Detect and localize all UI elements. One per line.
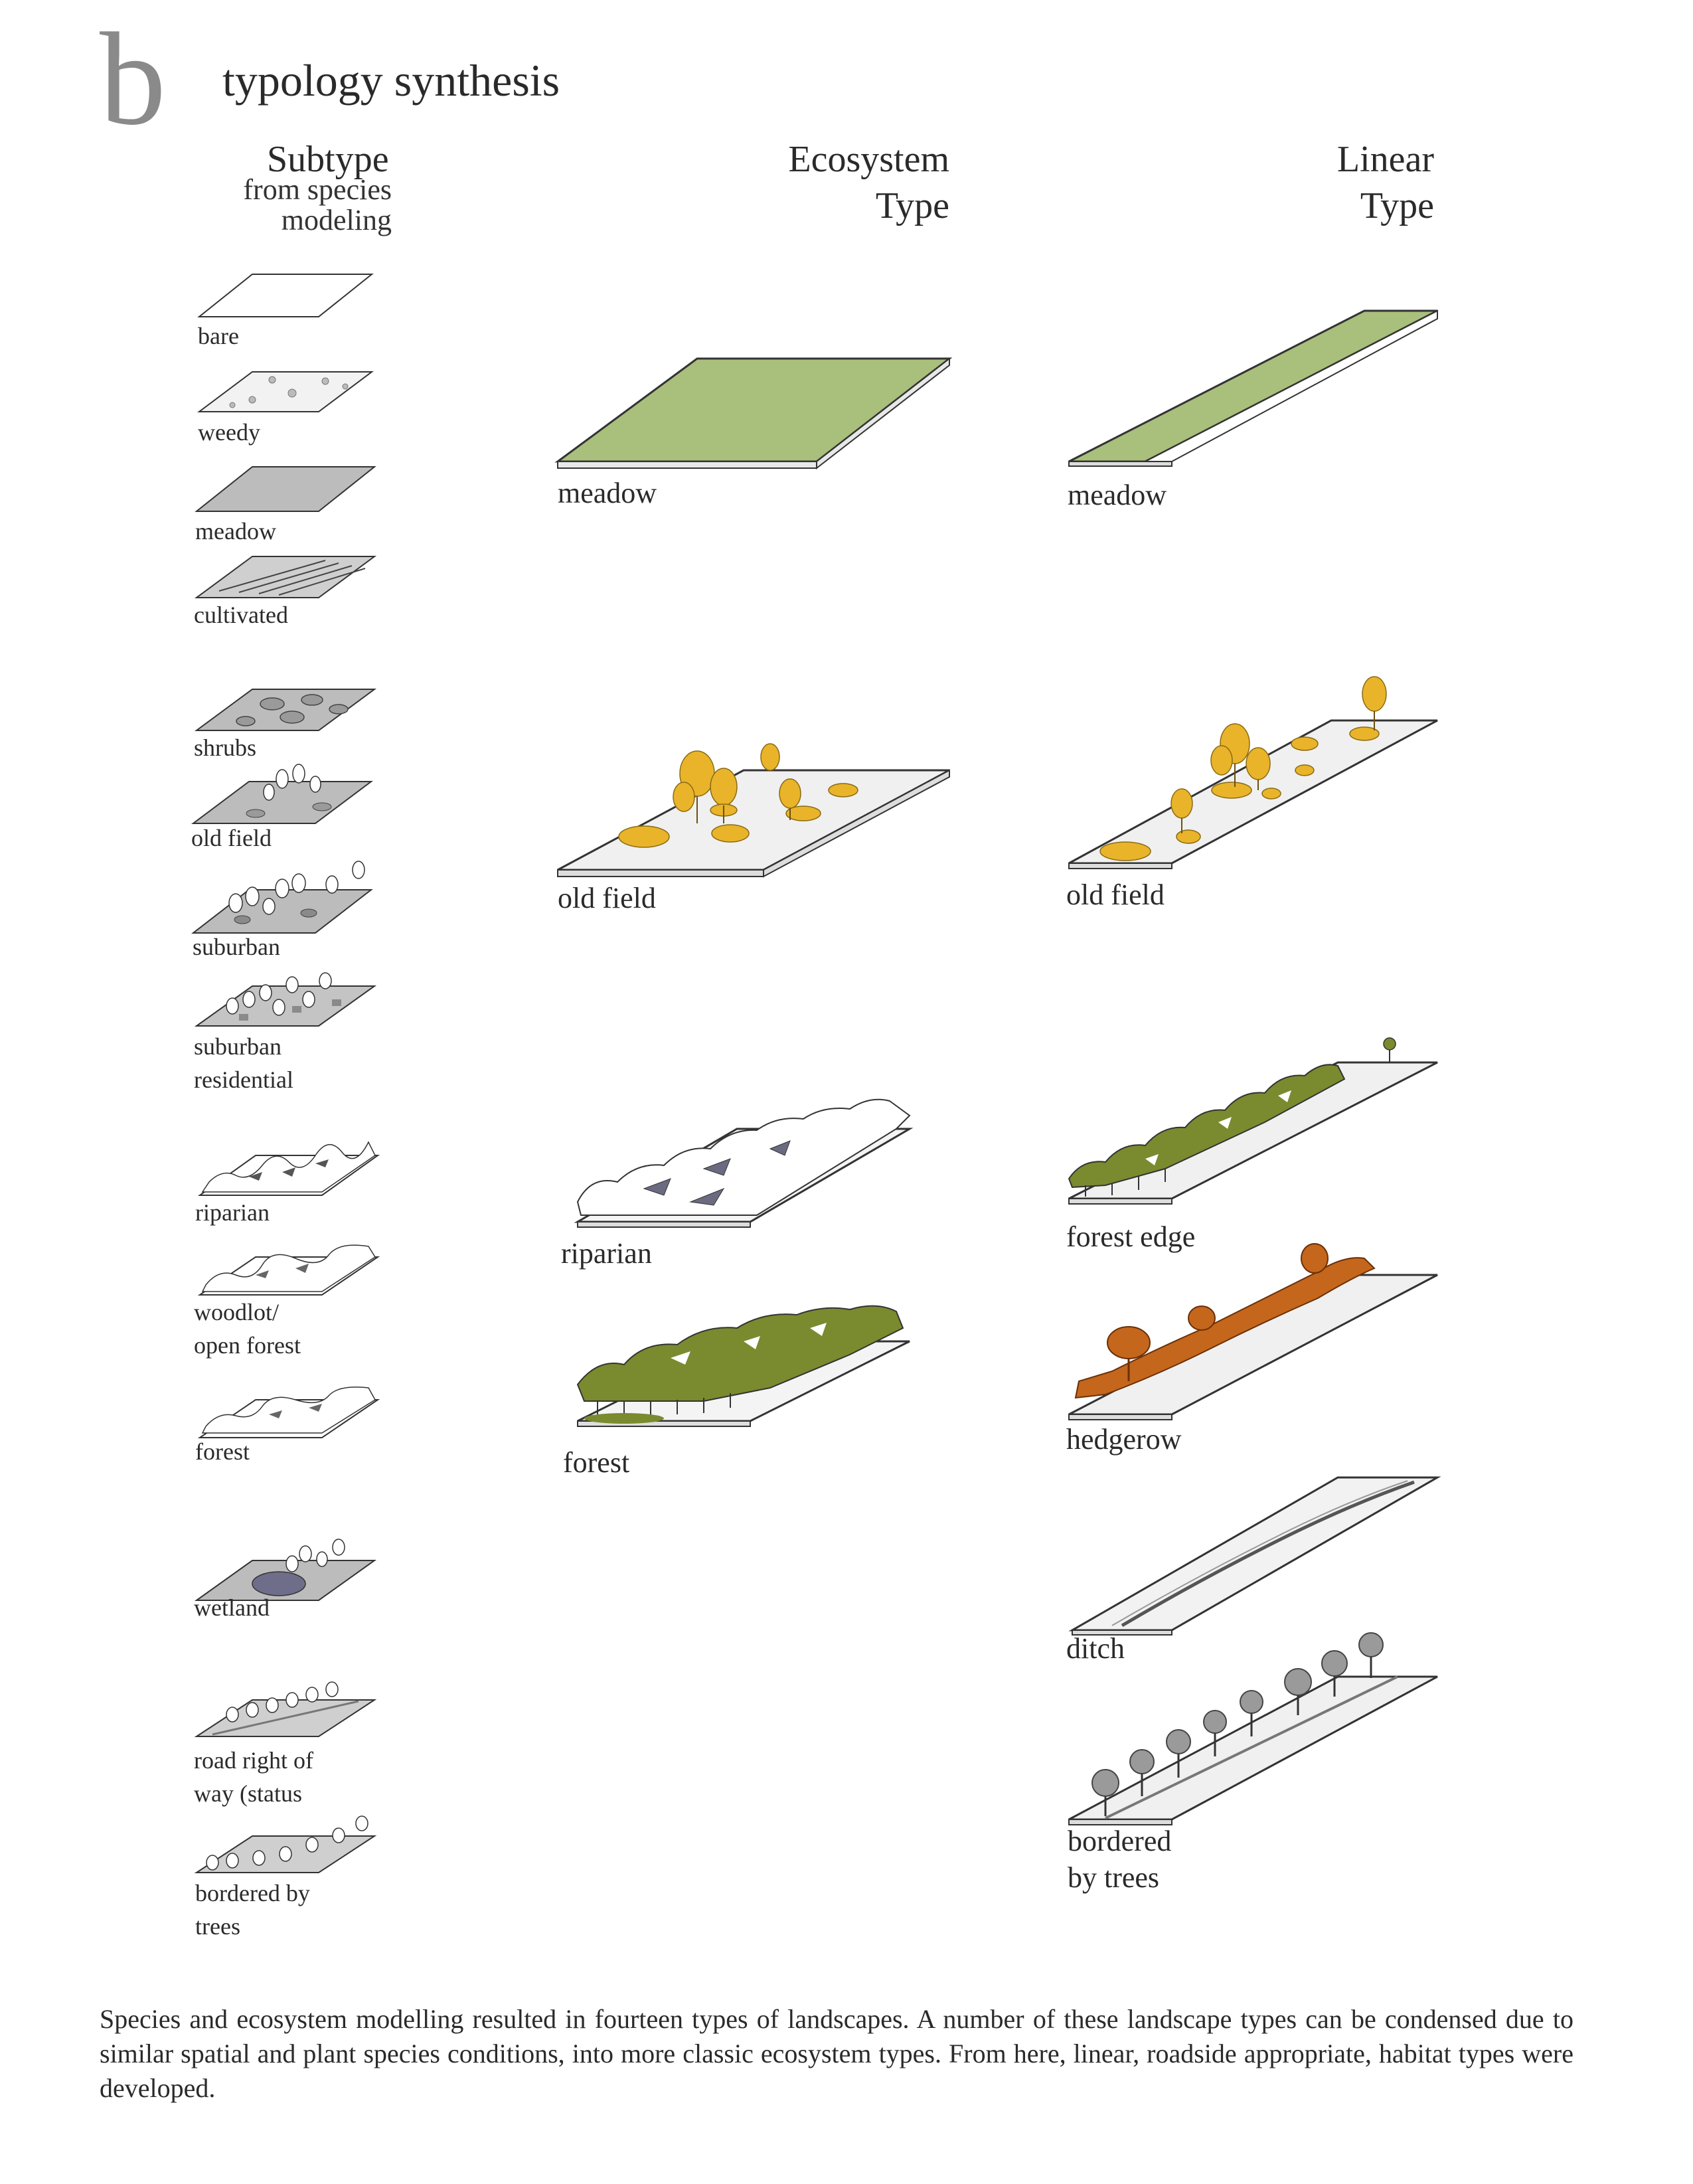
ecosystem-label-old-field: old field bbox=[558, 882, 656, 914]
old-field-tile bbox=[191, 764, 373, 824]
linear-label-bordered-1: bordered bbox=[1068, 1825, 1172, 1857]
subtype-label-woodlot-1: woodlot/ bbox=[194, 1299, 280, 1325]
ecosystem-riparian-illustration bbox=[574, 1098, 914, 1228]
linear-hedgerow-illustration bbox=[1068, 1243, 1438, 1420]
ecosystem-forest-illustration bbox=[576, 1305, 910, 1427]
linear-meadow-illustration bbox=[1068, 309, 1438, 467]
linear-old-field-illustration bbox=[1068, 676, 1438, 869]
riparian-tile bbox=[197, 1141, 380, 1196]
ecosystem-meadow-illustration bbox=[554, 357, 953, 470]
subtype-label-bordered-2: trees bbox=[195, 1913, 240, 1940]
subtype-label-road-2: way (status bbox=[194, 1780, 302, 1807]
linear-label-forest-edge: forest edge bbox=[1066, 1220, 1196, 1253]
linear-label-hedgerow: hedgerow bbox=[1066, 1423, 1182, 1456]
road-right-of-way-tile bbox=[194, 1681, 377, 1737]
ecosystem-column-title-1: Ecosystem bbox=[788, 139, 949, 180]
page-title: typology synthesis bbox=[222, 55, 560, 106]
subtype-label-cultivated: cultivated bbox=[194, 602, 288, 628]
subtype-label-forest: forest bbox=[195, 1438, 250, 1465]
meadow-tile bbox=[195, 466, 376, 512]
subtype-label-suburban: suburban bbox=[193, 934, 280, 960]
subtype-label-suburban-residential-1: suburban bbox=[194, 1033, 282, 1060]
linear-ditch-illustration bbox=[1068, 1476, 1441, 1636]
subtype-label-road-1: road right of bbox=[194, 1747, 313, 1774]
figure-caption: Species and ecosystem modelling resulted… bbox=[100, 2004, 1573, 2103]
linear-label-ditch: ditch bbox=[1066, 1632, 1125, 1665]
linear-forest-edge-illustration bbox=[1068, 1037, 1438, 1205]
subtype-label-bare: bare bbox=[198, 323, 239, 349]
bare-tile bbox=[197, 274, 374, 317]
subtype-label-wetland: wetland bbox=[194, 1594, 270, 1621]
linear-column-title-1: Linear bbox=[1336, 139, 1434, 180]
weedy-tile bbox=[197, 371, 374, 412]
bordered-by-trees-tile bbox=[194, 1815, 377, 1873]
ecosystem-label-riparian: riparian bbox=[561, 1237, 652, 1270]
shrubs-tile bbox=[194, 689, 377, 731]
ecosystem-label-forest: forest bbox=[563, 1446, 630, 1479]
subtype-column-subtitle-1: from species bbox=[243, 173, 392, 206]
subtype-label-weedy: weedy bbox=[198, 419, 260, 446]
subtype-label-riparian: riparian bbox=[195, 1199, 270, 1226]
ecosystem-old-field-illustration bbox=[557, 743, 950, 878]
ecosystem-label-meadow: meadow bbox=[558, 477, 657, 509]
linear-bordered-by-trees-illustration bbox=[1068, 1632, 1438, 1825]
subtype-column-title: Subtype bbox=[267, 139, 389, 180]
subtype-label-suburban-residential-2: residential bbox=[194, 1066, 293, 1093]
subtype-column-subtitle-2: modeling bbox=[281, 204, 392, 236]
suburban-residential-tile bbox=[194, 972, 377, 1027]
suburban-tile bbox=[191, 861, 373, 934]
linear-label-old-field: old field bbox=[1066, 879, 1165, 911]
woodlot-tile bbox=[197, 1244, 380, 1296]
linear-column-title-2: Type bbox=[1360, 185, 1434, 226]
subtype-label-meadow: meadow bbox=[195, 518, 276, 545]
subtype-label-old-field: old field bbox=[191, 825, 272, 851]
subtype-label-woodlot-2: open forest bbox=[194, 1332, 301, 1359]
linear-label-bordered-2: by trees bbox=[1068, 1861, 1160, 1894]
section-letter: b bbox=[100, 6, 166, 153]
ecosystem-column-title-2: Type bbox=[875, 185, 949, 226]
cultivated-tile bbox=[194, 556, 377, 598]
subtype-label-shrubs: shrubs bbox=[194, 734, 257, 761]
linear-label-meadow: meadow bbox=[1068, 479, 1167, 511]
wetland-tile bbox=[194, 1539, 377, 1601]
subtype-label-bordered-1: bordered by bbox=[195, 1880, 310, 1906]
forest-tile bbox=[197, 1386, 380, 1438]
